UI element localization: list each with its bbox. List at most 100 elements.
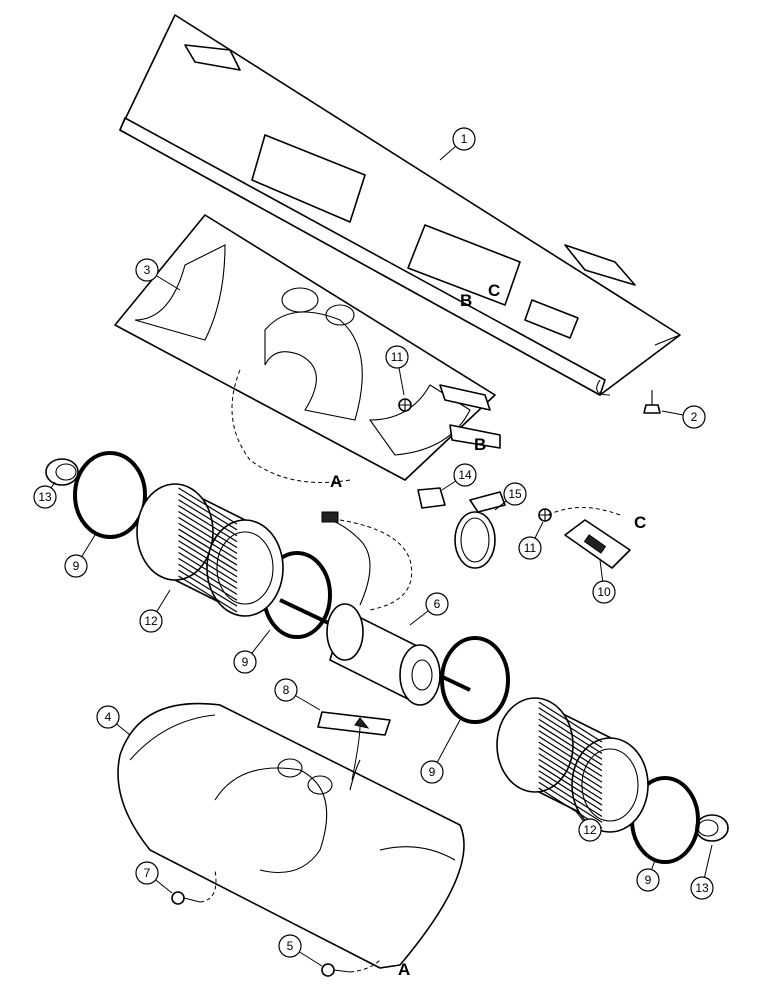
callout-number: 4 [105,710,112,724]
callout-8: 8 [274,678,321,711]
callout-number: 11 [391,350,404,364]
callout-circle [636,868,660,892]
callout-9-3: 9 [420,719,461,784]
callout-circle [64,554,88,578]
callout-13: 13 [33,481,57,509]
callout-circle [96,705,120,729]
screw-2 [643,390,661,414]
callout-number: 9 [242,655,249,669]
fin-line [538,707,603,749]
callout-14: 14 [441,463,477,491]
fin-line [538,764,603,806]
callout-4: 4 [96,705,131,736]
callout-circle [274,678,298,702]
fin-line [538,776,603,818]
callout-11: 11 [385,345,409,396]
callout-number: 13 [695,881,709,895]
callout-12-2: 12 [574,809,602,842]
blower-wheel-12-left [136,483,284,617]
callout-number: 1 [461,132,468,146]
callout-circle [592,580,616,604]
screw-11-upper [398,398,412,412]
fin-line [178,505,238,543]
callout-number: 2 [691,410,698,424]
callout-circle [135,258,159,282]
ref-label-b-right: B [474,435,486,454]
strip-8 [317,711,391,736]
callout-3: 3 [135,258,181,291]
fin-line [178,540,238,578]
cover-panel [119,14,681,396]
screw-7 [171,869,217,905]
retainer-13-right [695,814,729,842]
fin-line [178,510,238,548]
fin-line [538,747,603,789]
fin-line [178,493,238,531]
callout-9: 9 [64,534,96,578]
clamp-15 [454,491,506,569]
callout-number: 9 [73,559,80,573]
blower-wheel-12-right [496,697,649,833]
fin-line [538,718,603,760]
housing-frame [114,214,501,483]
callout-9-2: 9 [233,629,271,674]
screw-11-lower [538,508,552,522]
callout-11-2: 11 [518,521,544,560]
callout-10: 10 [592,559,616,604]
callout-number: 10 [597,585,611,599]
callout-5: 5 [278,934,323,967]
screw-5 [321,959,381,977]
callout-12: 12 [139,589,171,633]
fin-line [178,516,238,554]
callout-circle [690,876,714,900]
fin-line [538,712,603,754]
retainer-13-left [45,458,79,486]
fin-line [178,534,238,572]
ref-label-c-right: C [634,513,646,532]
fin-line [178,563,238,601]
callout-number: 12 [583,823,597,837]
callout-13-2: 13 [690,844,714,900]
callout-number: 9 [645,873,652,887]
fin-line [538,781,603,823]
ref-label-c-top: C [488,281,500,300]
callout-number: 5 [287,939,294,953]
callout-circle [33,485,57,509]
callout-7: 7 [135,861,173,894]
fin-line [538,724,603,766]
callout-6: 6 [409,592,449,626]
callout-15: 15 [494,482,527,511]
callout-number: 9 [429,765,436,779]
callout-9-4: 9 [636,859,660,892]
fin-line [538,758,603,800]
fin-line [538,753,603,795]
callout-circle [578,818,602,842]
callout-1: 1 [439,127,476,161]
callout-number: 13 [38,490,52,504]
resistor-10 [547,507,631,569]
fin-line [178,528,238,566]
callout-number: 6 [434,597,441,611]
pad-14 [417,487,446,509]
callout-circle [453,463,477,487]
fin-line [178,499,238,537]
fin-line [178,546,238,584]
callout-number: 3 [144,263,151,277]
callout-number: 11 [524,541,537,555]
callout-number: 7 [144,866,151,880]
callout-number: 8 [283,683,290,697]
callout-circle [503,482,527,506]
fin-line [178,557,238,595]
callout-circle [682,405,706,429]
fin-line [178,487,238,525]
callout-number: 14 [458,468,472,482]
callout-circle [518,536,542,560]
ref-label-a-bottom: A [398,960,410,979]
callout-circle [385,345,409,369]
fin-line [178,552,238,590]
ref-label-a-left: A [330,472,342,491]
ring-9-a [73,451,147,539]
fin-line [178,575,238,613]
callout-circle [139,609,163,633]
